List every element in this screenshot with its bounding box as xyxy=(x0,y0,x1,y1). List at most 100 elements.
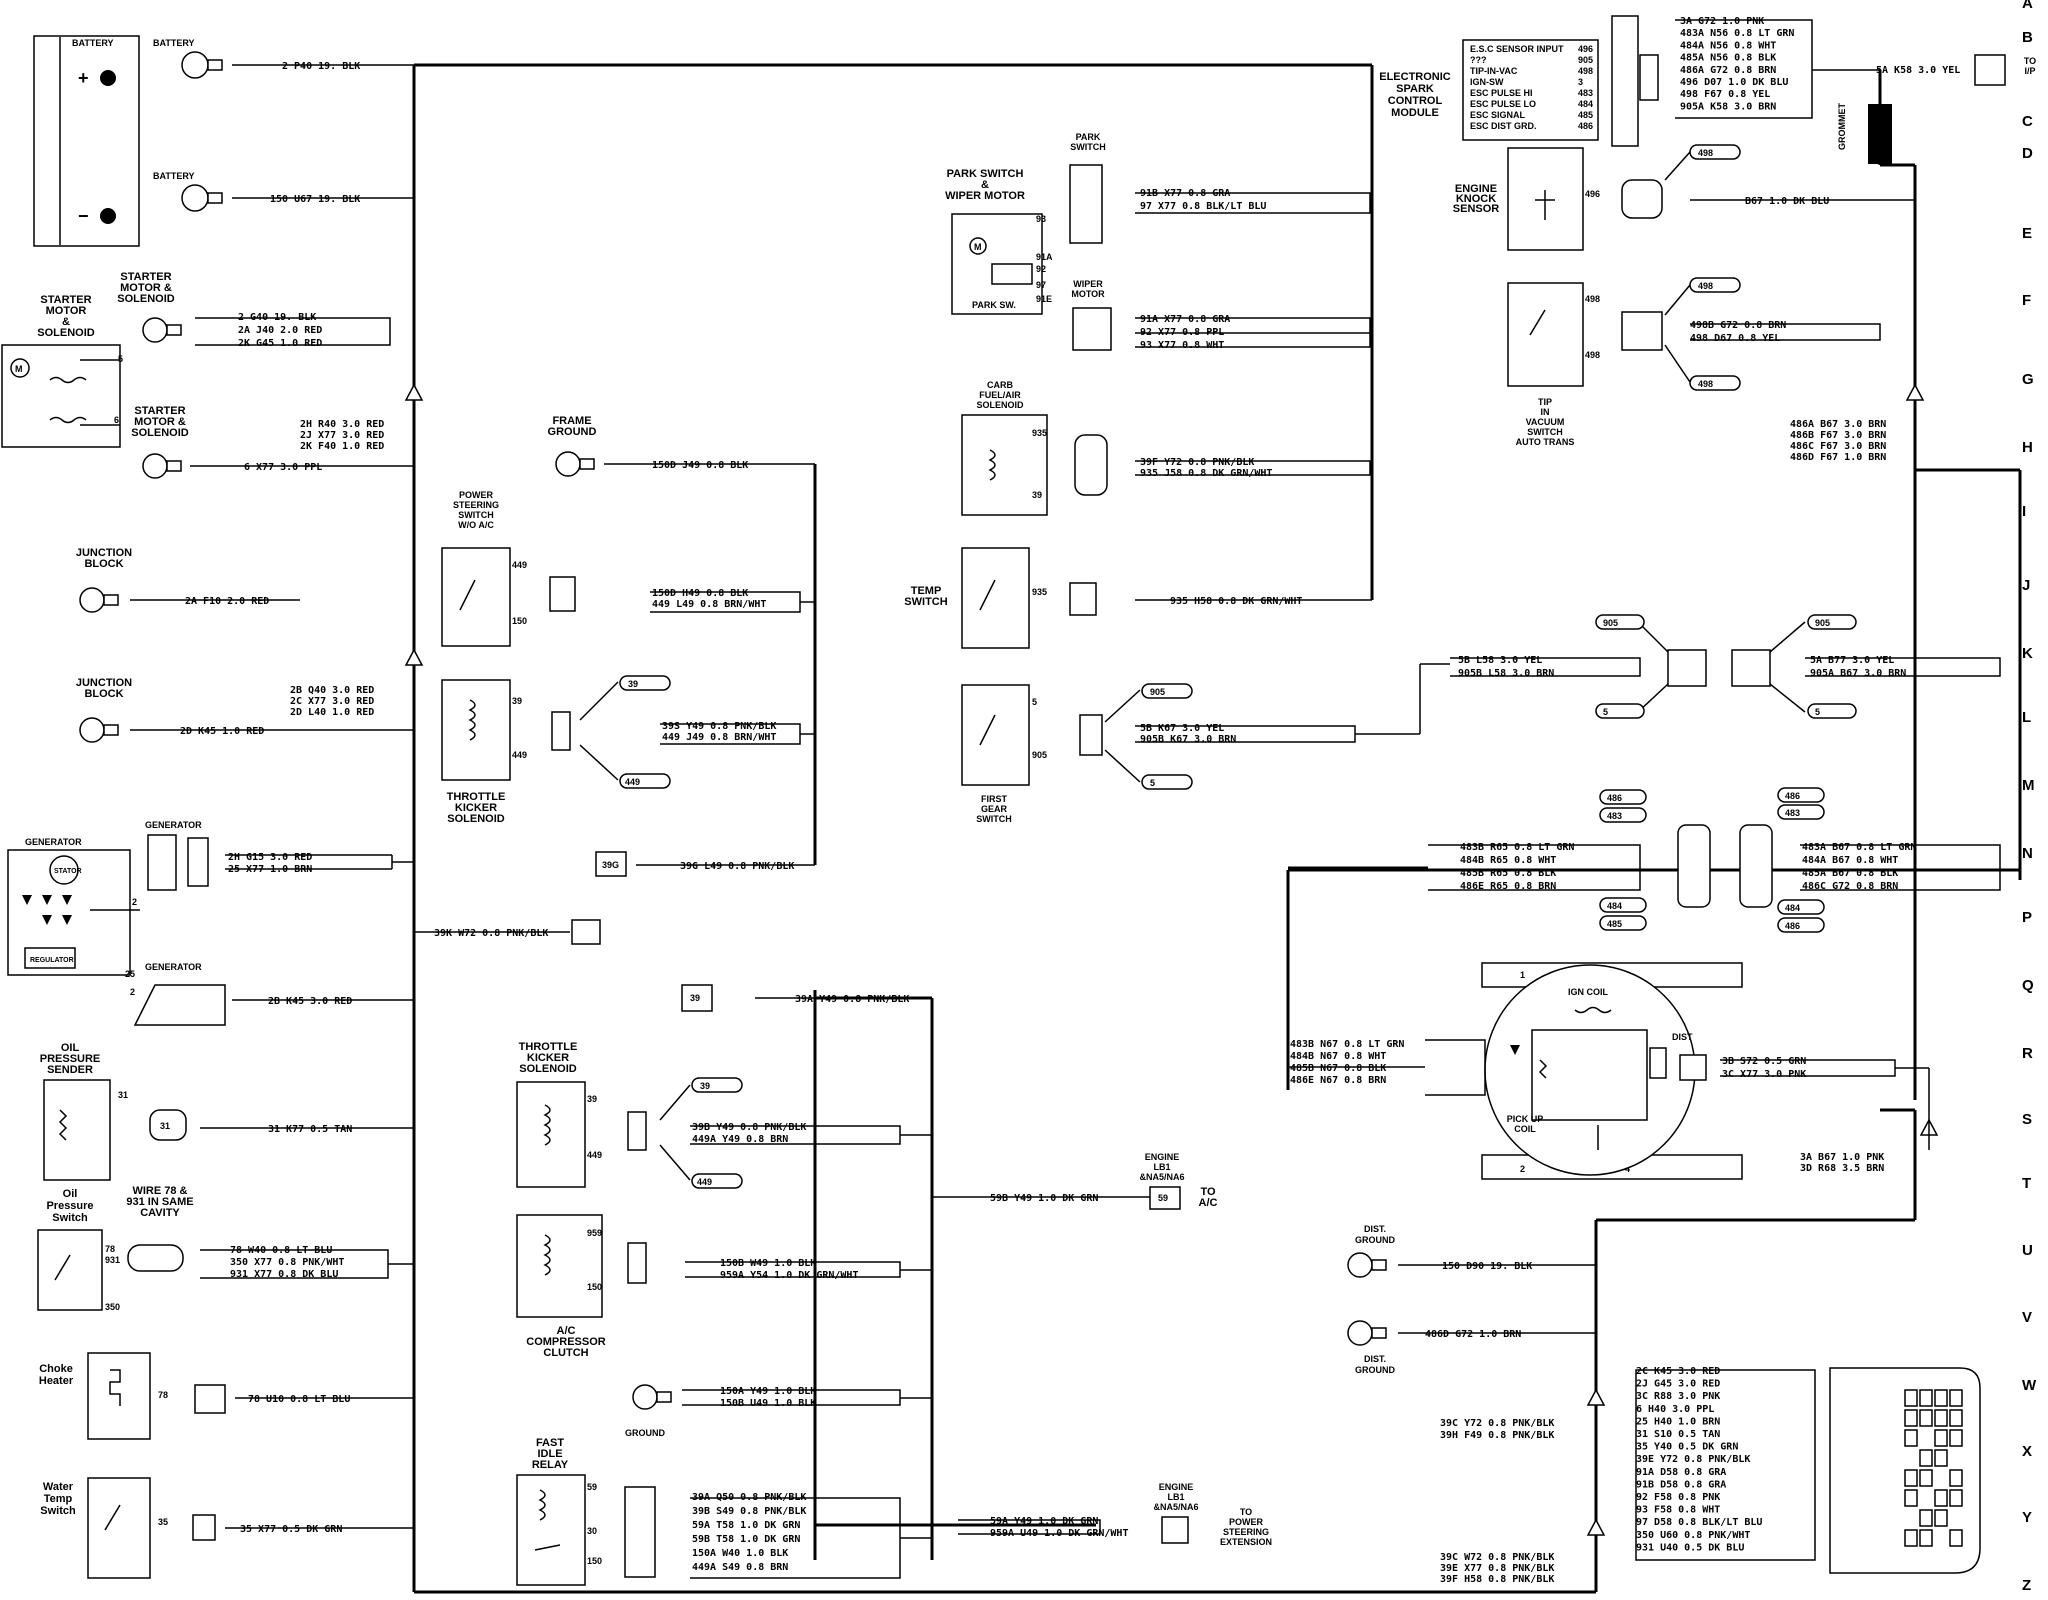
fuse-line: 2J G45 3.0 RED xyxy=(1636,1379,1720,1390)
grid-letter-i: I xyxy=(2022,503,2026,520)
fuse-line: 25 H40 1.0 BRN xyxy=(1636,1416,1720,1427)
fuse-cavity xyxy=(1919,1509,1933,1527)
fuse-cavity xyxy=(1904,1529,1918,1547)
svg-text:449: 449 xyxy=(697,1177,712,1187)
fuse-line: 3C R88 3.0 PNK xyxy=(1636,1391,1720,1402)
svg-text:B67 1.0 DK BLU: B67 1.0 DK BLU xyxy=(1745,196,1829,207)
first-line: 5B K67 3.0 YEL xyxy=(1140,723,1224,734)
fuse-line: 92 F58 0.8 PNK xyxy=(1636,1492,1720,1503)
gnd-line: 150A Y49 1.0 BLK xyxy=(720,1386,816,1397)
pss-line: 449 L49 0.8 BRN/WHT xyxy=(652,599,766,610)
svg-text:59: 59 xyxy=(1158,1193,1168,1203)
svg-text:5: 5 xyxy=(118,354,123,364)
dist-ground-1: DIST.GROUND 150 D90 19. BLK xyxy=(1347,1224,1596,1278)
esc-pin-label: ESC SIGNAL xyxy=(1470,110,1526,120)
esc-pin-number: 3 xyxy=(1578,77,1583,87)
grid-letter-j: J xyxy=(2022,577,2030,594)
fuse-cavity xyxy=(1919,1449,1933,1467)
svg-text:39A Y49 0.8 PNK/BLK: 39A Y49 0.8 PNK/BLK xyxy=(795,994,909,1005)
grid-letter-c: C xyxy=(2022,113,2033,130)
fuse-cavity xyxy=(1934,1429,1948,1447)
grid-letter-z: Z xyxy=(2022,1577,2031,1594)
fuse-cavity xyxy=(1949,1489,1963,1507)
dist-ground-2: 486D G72 1.0 BRN DIST.GROUND xyxy=(1347,1320,1596,1375)
wts-title-line: Switch xyxy=(40,1505,76,1517)
svg-text:31 K77 0.5 TAN: 31 K77 0.5 TAN xyxy=(268,1124,352,1135)
svg-text:92: 92 xyxy=(1036,264,1046,274)
fuse-cavity xyxy=(1904,1429,1918,1447)
svg-text:39: 39 xyxy=(628,679,638,689)
grom-line: 486A B67 3.0 BRN xyxy=(1790,419,1886,430)
esc-pin-label: TIP-IN-VAC xyxy=(1470,66,1518,76)
battery-terminal-2: BATTERY 150 U67 19. BLK xyxy=(153,171,414,212)
fgs-title-line: SWITCH xyxy=(976,814,1012,824)
jb1-title-line: BLOCK xyxy=(84,558,123,570)
fuse-cavity xyxy=(1904,1409,1918,1427)
esc-title-line: SPARK xyxy=(1396,83,1434,95)
svg-text:GENERATOR: GENERATOR xyxy=(145,820,202,830)
wts-title-line: Temp xyxy=(44,1493,73,1505)
st1-line: 2K G45 1.0 RED xyxy=(238,338,322,349)
pswm-title-line: WIPER MOTOR xyxy=(945,190,1025,202)
toip-title-line: TO xyxy=(2024,56,2036,66)
svg-text:150 U67 19. BLK: 150 U67 19. BLK xyxy=(270,194,360,205)
ac-line: 150B W49 1.0 BLK xyxy=(720,1258,816,1269)
fuse-cavity xyxy=(1919,1389,1933,1407)
grom-line: 486B F67 3.0 BRN xyxy=(1790,430,1886,441)
n_left-line: 485B R65 0.8 BLK xyxy=(1460,868,1556,879)
fuse-cavity xyxy=(1934,1509,1948,1527)
fir-title-line: FAST xyxy=(536,1437,564,1449)
k_right-line: 905A B67 3.0 BRN xyxy=(1810,668,1906,679)
fir-line: 39B S49 0.8 PNK/BLK xyxy=(692,1506,806,1517)
dist_r-line: 3C X77 3.0 PNK xyxy=(1722,1069,1806,1080)
svg-text:39: 39 xyxy=(700,1081,710,1091)
svg-text:150D J49 0.8 BLK: 150D J49 0.8 BLK xyxy=(652,460,748,471)
wire-tag xyxy=(1777,787,1825,803)
svg-text:59B Y49 1.0 DK GRN: 59B Y49 1.0 DK GRN xyxy=(990,1193,1098,1204)
opsw-line: 931 X77 0.8 DK BLU xyxy=(230,1269,338,1280)
grid-letter-s: S xyxy=(2022,1111,2032,1128)
parksw-line: 97 X77 0.8 BLK/LT BLU xyxy=(1140,201,1266,212)
opsw-title-line: Pressure xyxy=(46,1200,93,1212)
fir-line: 449A S49 0.8 BRN xyxy=(692,1562,788,1573)
svg-text:150: 150 xyxy=(587,1282,602,1292)
svg-text:5: 5 xyxy=(1032,697,1037,707)
svg-text:BATTERY: BATTERY xyxy=(153,38,195,48)
starter-title-line: MOTOR xyxy=(46,305,87,317)
svg-text:35 X77 0.5 DK GRN: 35 X77 0.5 DK GRN xyxy=(240,1524,342,1535)
pswm-title-line: PARK SWITCH xyxy=(947,168,1024,180)
fir-line: 59A T58 1.0 DK GRN xyxy=(692,1520,800,1531)
fuse_l1-line: 39H F49 0.8 PNK/BLK xyxy=(1440,1430,1554,1441)
ops-title-line: SENDER xyxy=(47,1064,93,1076)
grid-letter-k: K xyxy=(2022,645,2033,662)
pss-title-line: SWITCH xyxy=(458,510,494,520)
starter-b-title-line: SOLENOID xyxy=(117,293,175,305)
st2-line: 2K F40 1.0 RED xyxy=(300,441,384,452)
fgs-title-line: FIRST xyxy=(981,794,1008,804)
svg-text:6 X77 3.0 PPL: 6 X77 3.0 PPL xyxy=(244,462,322,473)
carb-line: 935 J58 0.8 DK GRN/WHT xyxy=(1140,468,1272,479)
svg-text:905: 905 xyxy=(1032,750,1047,760)
svg-text:78 U10 0.8 LT BLU: 78 U10 0.8 LT BLU xyxy=(248,1394,350,1405)
ac-line: 959A Y54 1.0 DK GRN/WHT xyxy=(720,1270,858,1281)
svg-text:496: 496 xyxy=(1585,189,1600,199)
pss-title-line: STEERING xyxy=(453,500,499,510)
grid-letter-m: M xyxy=(2022,777,2035,794)
svg-text:BATTERY: BATTERY xyxy=(72,38,114,48)
fuse-cavity xyxy=(1949,1389,1963,1407)
fuse_l1-line: 39C Y72 0.8 PNK/BLK xyxy=(1440,1418,1554,1429)
grommet: GROMMET xyxy=(1837,103,1892,164)
svg-text:350: 350 xyxy=(105,1302,120,1312)
jb2a-line: 2C X77 3.0 RED xyxy=(290,696,374,707)
tip-title-line: IN xyxy=(1541,407,1550,417)
esc-pin-number: 484 xyxy=(1578,99,1593,109)
fuse-line: 350 U60 0.8 PNK/WHT xyxy=(1636,1530,1750,1541)
fuse-line: 91B D58 0.8 GRA xyxy=(1636,1479,1726,1490)
svg-text:31: 31 xyxy=(118,1090,128,1100)
svg-text:STATOR: STATOR xyxy=(54,868,82,875)
connector-39a: 39 39A Y49 0.8 PNK/BLK xyxy=(681,984,934,1560)
fuse-cavity xyxy=(1949,1469,1963,1487)
